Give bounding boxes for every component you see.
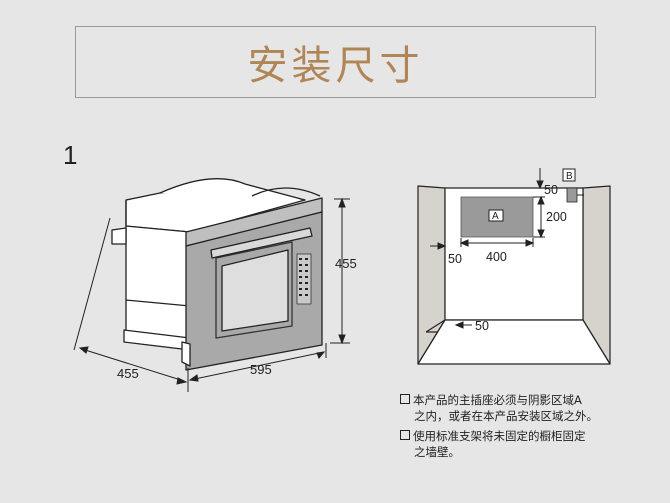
note-outlet-line2: 之内，或者在本产品安装区域之外。	[414, 409, 598, 423]
left-gap-label: 50	[448, 252, 462, 266]
oven-drawing	[111, 178, 323, 371]
page-title: 安装尺寸	[247, 43, 424, 89]
step-number: 1	[63, 140, 78, 170]
note-bracket-line2: 之墙壁。	[414, 445, 460, 459]
cabinet-drawing	[417, 185, 611, 365]
oven-dimension-lines	[73, 197, 350, 392]
title-frame: 安装尺寸	[75, 26, 596, 98]
note-bracket-line1: 使用标准支架将未固定的橱柜固定	[413, 429, 586, 443]
oven-height-label: 455	[335, 256, 357, 271]
zone-a-label: A	[492, 211, 499, 222]
top-gap-label: 50	[544, 183, 558, 197]
zone-width-label: 400	[486, 250, 507, 264]
cabinet-dimension-lines	[430, 168, 545, 329]
bottom-gap-label: 50	[475, 319, 489, 333]
oven-width-label: 595	[250, 362, 272, 377]
note-outlet-line1: 本产品的主插座必须与阴影区域A	[413, 393, 582, 407]
wall-socket-icon	[566, 187, 578, 203]
oven-depth-label: 455	[117, 366, 139, 381]
outlet-b-label: B	[566, 171, 573, 182]
bullet-box-icon	[400, 394, 410, 404]
note-outlet: 本产品的主插座必须与阴影区域A 之内，或者在本产品安装区域之外。	[400, 392, 598, 424]
note-bracket: 使用标准支架将未固定的橱柜固定 之墙壁。	[400, 428, 586, 460]
zone-height-label: 200	[546, 210, 567, 224]
bullet-box-icon	[400, 430, 410, 440]
